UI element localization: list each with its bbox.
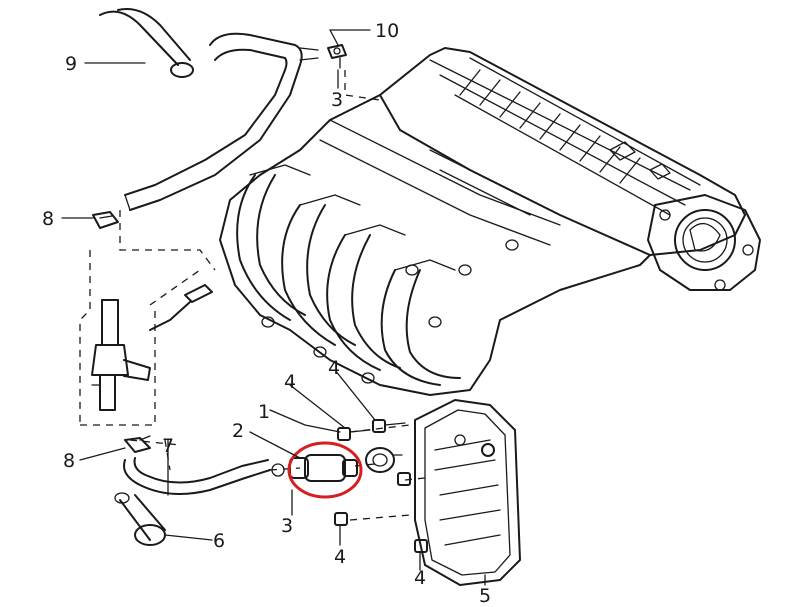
bolt-4a: [372, 419, 406, 433]
callout-4-a: 4: [284, 371, 296, 393]
callout-9: 9: [65, 53, 77, 75]
bolt-4c: [334, 512, 348, 526]
callout-1: 1: [258, 401, 270, 423]
oil-separator-cover: [414, 399, 521, 586]
callout-4-b: 4: [328, 357, 340, 379]
lower-hose: [114, 435, 271, 546]
highlight-circle: [287, 441, 363, 499]
pcv-valve-part: [271, 454, 358, 482]
breather-hose: [99, 8, 319, 211]
grommet: [365, 447, 403, 473]
callout-2: 2: [232, 420, 244, 442]
callout-3-bottom: 3: [281, 515, 293, 537]
leader-lines: [61, 29, 486, 586]
hose-clamp-8-upper: [92, 211, 119, 229]
bolt-side: [397, 472, 411, 486]
callout-6: 6: [213, 530, 225, 552]
bolts: [334, 419, 428, 553]
callout-10: 10: [375, 20, 399, 42]
pcv-valve-assembly: [91, 284, 213, 411]
callout-3-top: 3: [331, 89, 343, 111]
hose-clamp-top: [327, 44, 347, 69]
callout-5: 5: [479, 585, 491, 607]
callout-8-upper: 8: [42, 208, 54, 230]
intake-manifold: [219, 47, 761, 396]
callout-4-d: 4: [414, 567, 426, 589]
callout-7: 7: [162, 435, 174, 457]
connection-lines: [79, 70, 426, 521]
bolt-4d: [414, 539, 428, 553]
callout-labels: 9 10 3 8 1 2 4 4 7 8 3 6 4 4 5: [42, 20, 491, 607]
callout-4-c: 4: [334, 546, 346, 568]
callout-8-lower: 8: [63, 450, 75, 472]
